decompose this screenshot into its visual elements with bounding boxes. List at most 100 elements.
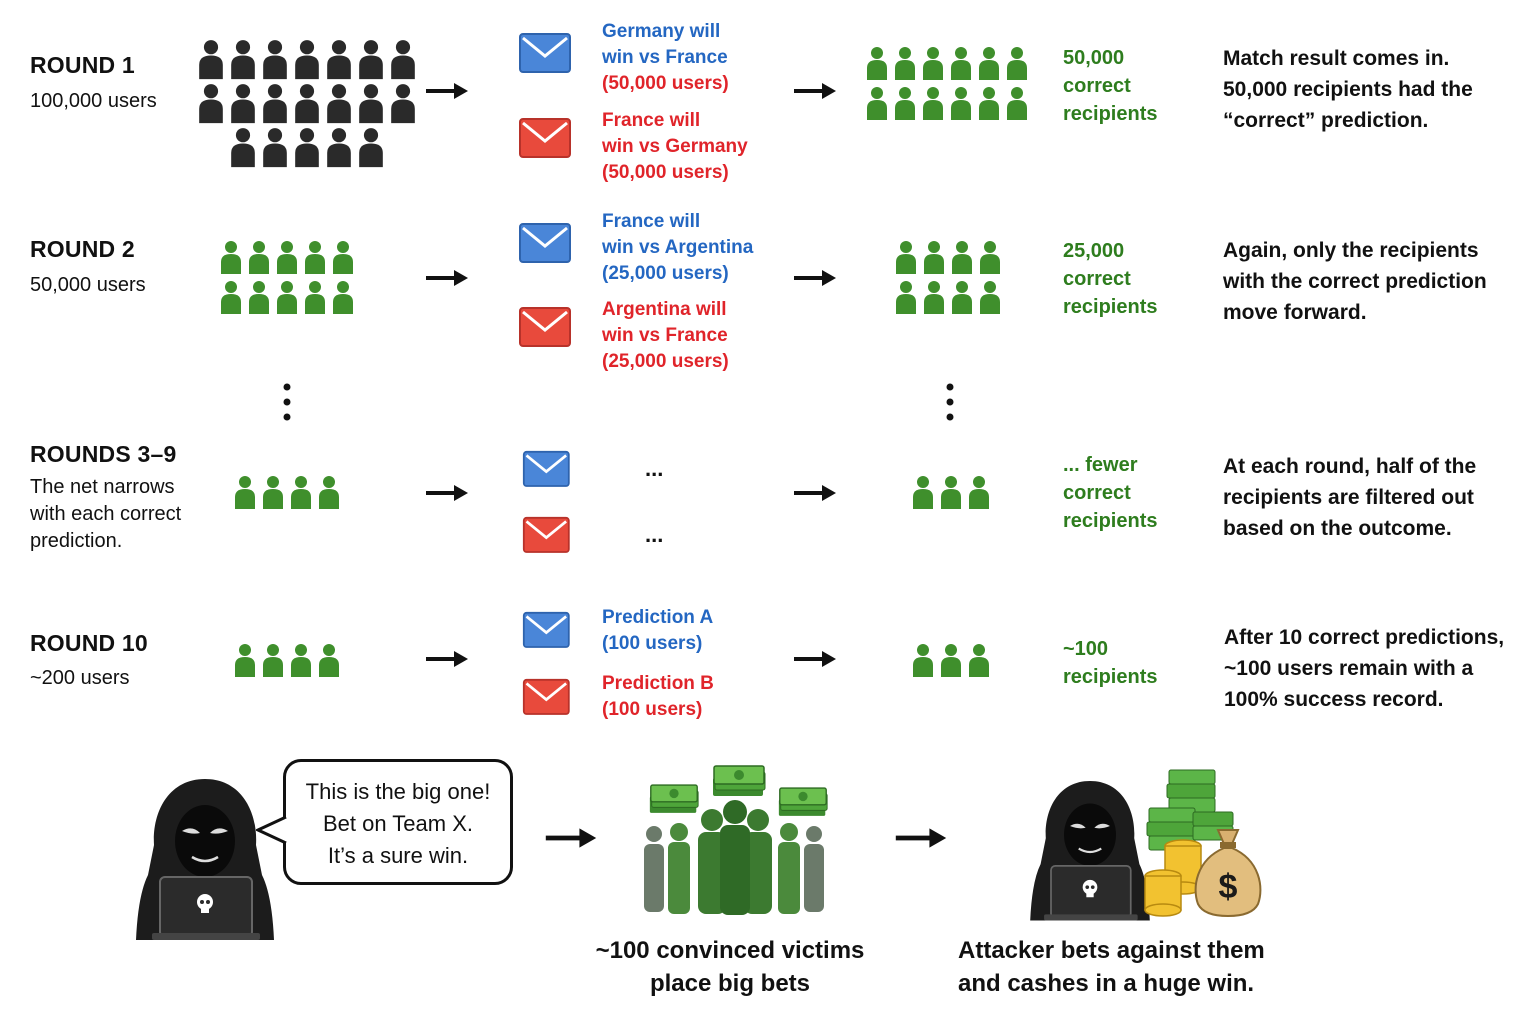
person-icon [978,46,1000,80]
vertical-ellipsis-icon [283,382,291,422]
person-icon [912,643,934,677]
person-icon [979,280,1001,314]
vertical-ellipsis-icon [946,382,954,422]
person-icon [390,82,416,124]
person-icon [358,126,384,168]
blue-envelope-icon [522,450,571,488]
person-icon [326,82,352,124]
round-2-crowd [220,240,354,314]
round-1-message-b: France will win vs Germany (50,000 users… [602,110,748,183]
red-envelope-icon [518,117,572,159]
person-icon [262,643,284,677]
victims-crowd-icon [644,800,824,915]
person-icon [318,475,340,509]
person-icon [940,475,962,509]
round-2-message-b: Argentina will win vs France (25,000 use… [602,299,729,372]
person-icon [276,280,298,314]
person-icon [894,86,916,120]
cash-stack-icon [777,786,829,818]
person-icon [220,280,242,314]
arrow-right-icon [792,81,838,101]
person-icon [294,38,320,80]
person-icon [979,240,1001,274]
person-icon [294,82,320,124]
arrow-right-icon [792,483,838,503]
blue-envelope-icon [518,222,572,264]
cash-stack-icon [711,764,767,798]
person-icon [262,38,288,80]
person-icon [230,82,256,124]
person-icon [1006,46,1028,80]
person-icon [358,82,384,124]
person-icon [922,46,944,80]
person-icon [290,475,312,509]
person-icon [248,240,270,274]
round-2-subtitle: 50,000 users [30,274,146,296]
round-1-result-label: 50,000 correct recipients [1063,47,1158,125]
red-envelope-icon [518,306,572,348]
person-icon [304,240,326,274]
skull-icon [1082,879,1098,898]
hooded-hacker-icon [1030,780,1150,921]
victims-caption: ~100 convinced victims place big bets [595,937,865,997]
round-2-message-a: France will win vs Argentina (25,000 use… [602,211,754,284]
person-icon [390,38,416,80]
person-icon [895,280,917,314]
person-icon [332,240,354,274]
person-icon [912,475,934,509]
person-icon [332,280,354,314]
rounds-3-9-description: At each round, half of the recipients ar… [1223,455,1477,540]
round-2-title: ROUND 2 [30,236,135,262]
person-icon [290,643,312,677]
person-icon [1006,86,1028,120]
round-10-message-b: Prediction B (100 users) [602,673,714,720]
person-icon [895,240,917,274]
person-icon [318,643,340,677]
arrow-right-icon [542,826,600,850]
person-icon [951,280,973,314]
person-icon [304,280,326,314]
arrow-right-icon [792,268,838,288]
round-10-crowd [234,643,340,677]
person-icon [940,643,962,677]
person-icon [234,475,256,509]
blue-envelope-icon [522,611,571,649]
round-2-result-crowd [895,240,1001,314]
person-icon [220,240,242,274]
speech-bubble-tail [256,815,288,845]
person-icon [866,86,888,120]
round-1-message-a: Germany will win vs France (50,000 users… [602,21,729,94]
cash-stack-icon [1146,769,1234,851]
rounds-3-9-message-a: ... [645,456,664,481]
coin-stack-icon [1144,839,1202,917]
arrow-right-icon [424,483,470,503]
rounds-3-9-subtitle: The net narrows with each correct predic… [30,476,182,552]
rounds-3-9-title: ROUNDS 3–9 [30,441,177,467]
round-10-description: After 10 correct predictions, ~100 users… [1224,626,1505,711]
round-2-result-label: 25,000 correct recipients [1063,240,1158,318]
person-icon [294,126,320,168]
svg-text:$: $ [1219,868,1238,906]
person-icon [978,86,1000,120]
person-icon [326,126,352,168]
round-1-title: ROUND 1 [30,52,135,78]
person-icon [198,82,224,124]
round-10-message-a: Prediction A (100 users) [602,607,714,654]
round-1-description: Match result comes in. 50,000 recipients… [1223,47,1473,132]
blue-envelope-icon [518,32,572,74]
money-bag-icon: $ [1194,829,1262,918]
arrow-right-icon [892,826,950,850]
round-1-crowd [198,38,416,168]
rounds-3-9-result-crowd [912,475,990,509]
person-icon [262,475,284,509]
person-icon [894,46,916,80]
person-icon [923,240,945,274]
person-icon [326,38,352,80]
skull-icon [197,894,213,913]
hooded-hacker-icon [136,779,274,940]
round-1-subtitle: 100,000 users [30,90,157,112]
person-icon [950,86,972,120]
person-icon [968,643,990,677]
person-icon [950,46,972,80]
person-icon [230,126,256,168]
